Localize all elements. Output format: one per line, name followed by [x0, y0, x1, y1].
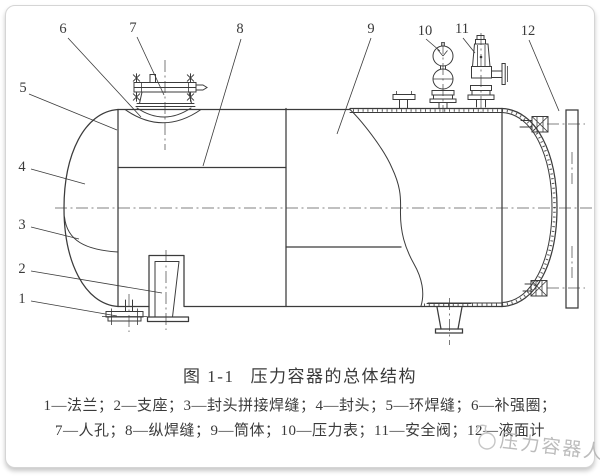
callout-3: 3: [18, 217, 25, 233]
figure-number: 图 1-1: [183, 367, 235, 386]
callout-6: 6: [59, 21, 66, 37]
top-nozzle: [393, 91, 415, 108]
callout-9: 9: [367, 21, 374, 37]
reinforcement-pad: [125, 108, 201, 123]
legend-item: 8—纵焊缝；: [125, 423, 211, 439]
vessel-shell: [118, 109, 502, 307]
legend-item: 12—液面计: [467, 423, 546, 439]
leader-lines: [29, 37, 559, 316]
legend-line-2: 7—人孔；8—纵焊缝；9—筒体；10—压力表；11—安全阀；12—液面计: [0, 419, 600, 444]
drain-nozzle: [427, 304, 471, 334]
legend-item: 5—环焊缝；: [385, 398, 472, 414]
figure-caption: 图 1-1 压力容器的总体结构: [0, 362, 600, 387]
callout-12: 12: [521, 23, 536, 39]
legend-item: 3—封头拼接焊缝；: [183, 398, 316, 414]
callout-5: 5: [19, 80, 26, 96]
callout-2: 2: [18, 261, 25, 277]
left-head: [64, 110, 118, 307]
legend-item: 4—封头；: [315, 398, 386, 414]
callout-4: 4: [18, 159, 26, 175]
centerlines: [55, 33, 594, 345]
level-gauge: [520, 110, 578, 308]
callout-1: 1: [18, 291, 25, 307]
pressure-gauge-icon: [430, 43, 456, 109]
callout-11: 11: [455, 21, 469, 37]
legend-item: 2—支座；: [113, 398, 184, 414]
legend-item: 1—法兰；: [43, 398, 114, 414]
support: [148, 256, 189, 322]
right-head: [502, 109, 557, 307]
safety-valve-icon: [468, 36, 508, 108]
callout-10: 10: [418, 23, 433, 39]
legend-item: 11—安全阀；: [374, 423, 467, 439]
legend-item: 6—补强圈；: [471, 398, 557, 414]
legend-item: 10—压力表；: [280, 423, 375, 439]
legend-item: 9—筒体；: [210, 423, 281, 439]
callout-7: 7: [129, 20, 136, 36]
figure-title: 压力容器的总体结构: [250, 367, 417, 386]
callout-numbers: 1 2 3 4 5 6 7 8 9 10 11 12: [18, 20, 535, 307]
legend-line-1: 1—法兰；2—支座；3—封头拼接焊缝；4—封头；5—环焊缝；6—补强圈；: [0, 394, 600, 419]
figure-card: [5, 5, 595, 468]
figure-legend: 1—法兰；2—支座；3—封头拼接焊缝；4—封头；5—环焊缝；6—补强圈； 7—人…: [0, 394, 600, 444]
callout-8: 8: [236, 21, 243, 37]
manhole: [132, 73, 207, 107]
bottom-flange-nozzle: [102, 300, 147, 325]
legend-item: 7—人孔；: [54, 423, 125, 439]
